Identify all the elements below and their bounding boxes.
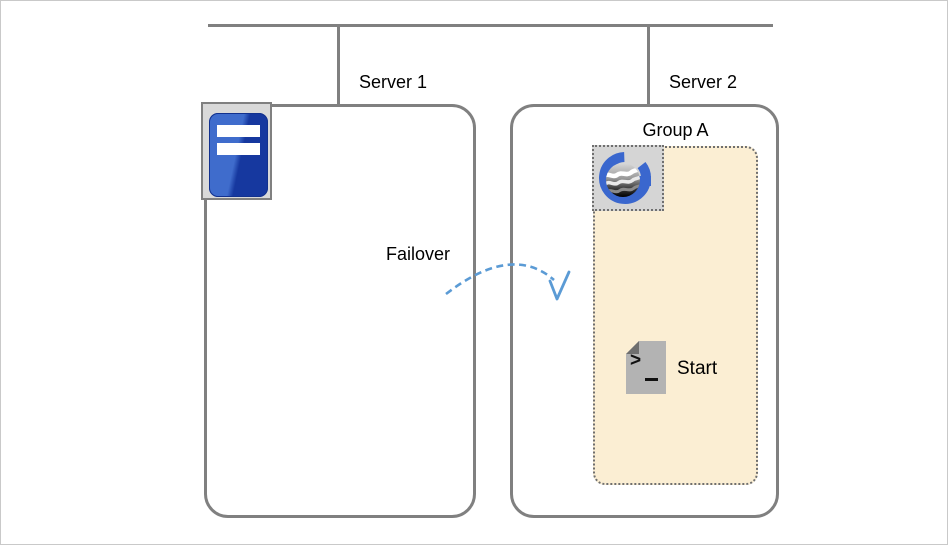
server-tower-slot (217, 143, 260, 155)
cluster-g-logo-icon (592, 145, 664, 211)
failover-dashed-arrow (445, 263, 571, 301)
failover-label: Failover (386, 244, 451, 264)
server-tower-icon (201, 102, 272, 200)
server2-drop-line (647, 24, 650, 105)
shell-script-icon: > (626, 341, 666, 394)
start-label: Start (677, 358, 718, 379)
failover-arrowhead (548, 270, 571, 301)
cluster-g-logo-svg (599, 152, 651, 204)
server-tower-body (209, 113, 268, 197)
server1-label: Server 1 (359, 72, 428, 92)
failover-arc (445, 263, 555, 296)
server1-drop-line (337, 24, 340, 105)
network-bus-line (208, 24, 773, 27)
server-tower-slot (217, 125, 260, 137)
prompt-underscore-glyph (645, 378, 658, 381)
server2-label: Server 2 (669, 72, 738, 92)
prompt-gt-glyph: > (630, 350, 642, 371)
group-label: Group A (642, 120, 709, 140)
